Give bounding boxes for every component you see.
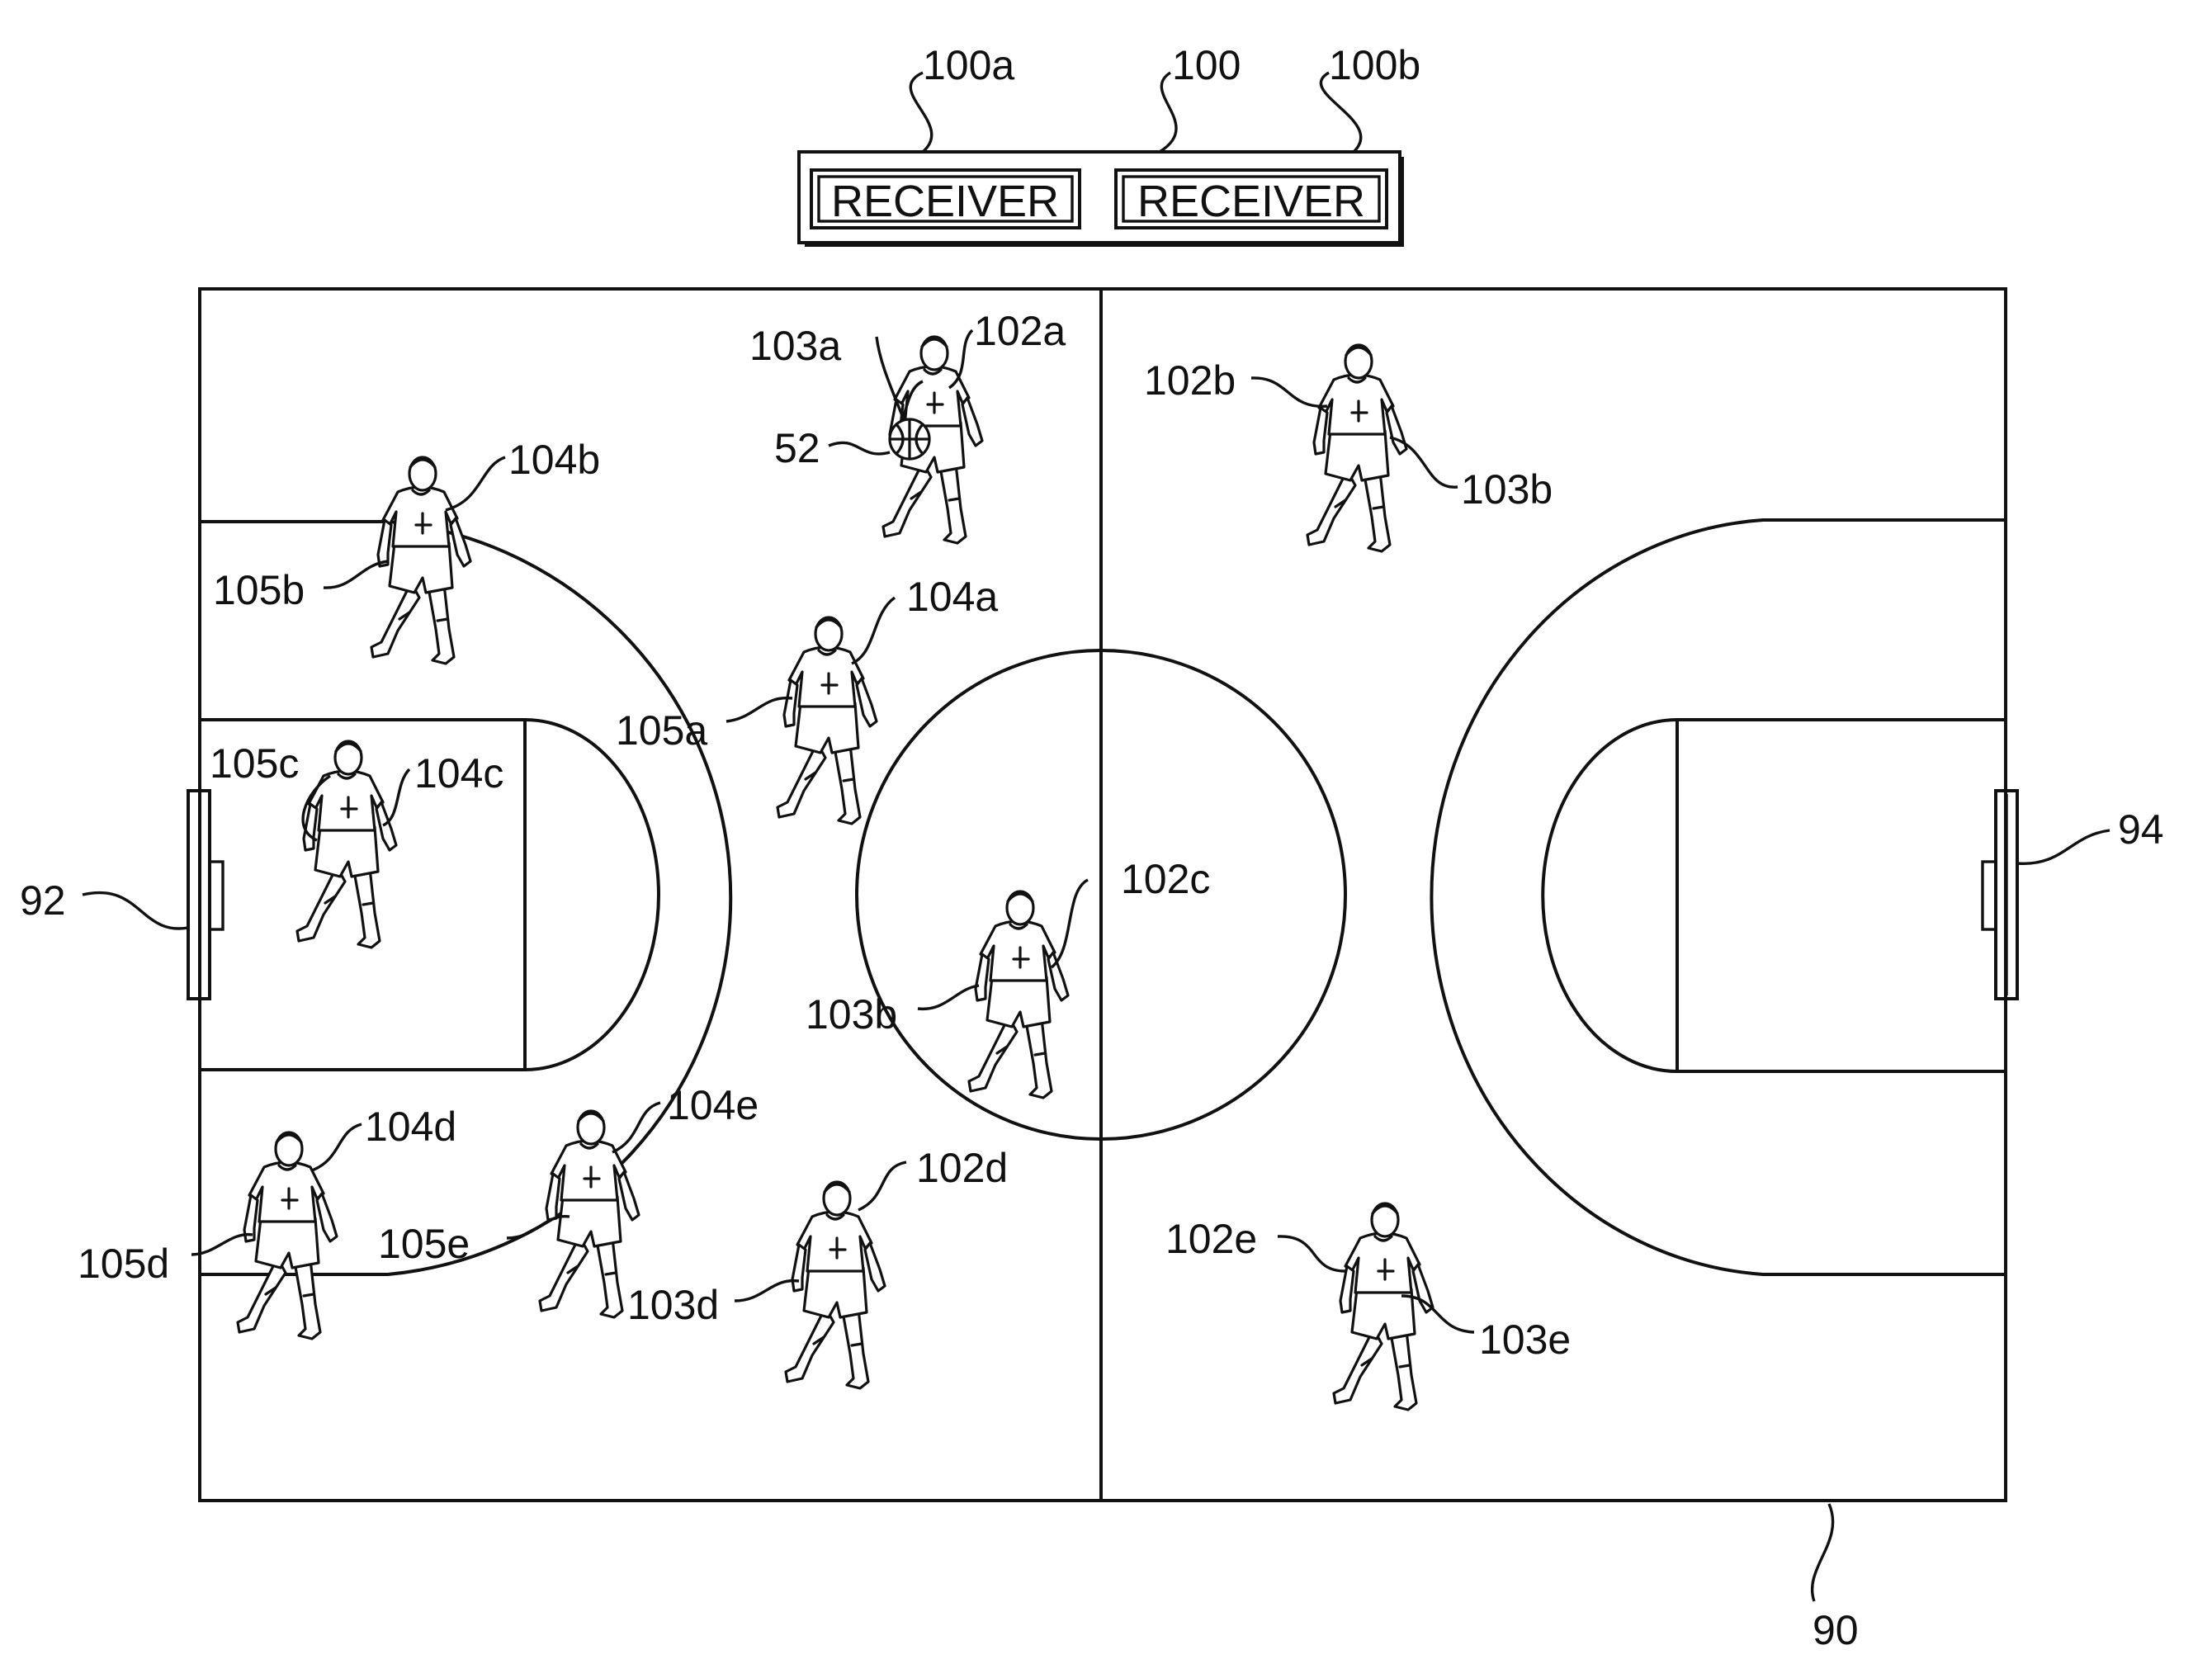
leader-102d <box>858 1162 906 1210</box>
left-basket <box>188 791 223 999</box>
leader-52 <box>829 442 890 454</box>
ref-105d: 105d <box>78 1241 169 1287</box>
ref-105e: 105e <box>378 1221 470 1267</box>
leader-90 <box>1813 1504 1833 1601</box>
ref-103a: 103a <box>749 323 841 369</box>
ball <box>890 419 929 459</box>
leader-103b-c <box>918 986 979 1009</box>
ref-52: 52 <box>774 425 820 471</box>
leader-102c <box>1052 880 1088 967</box>
receiver-left: RECEIVER <box>811 170 1080 228</box>
ref-104a: 104a <box>906 574 998 620</box>
leader-104b <box>446 457 505 510</box>
leader-104d <box>312 1124 362 1170</box>
ref-104e: 104e <box>667 1082 759 1128</box>
player-104c: 104c 105c <box>210 740 503 948</box>
ref-100a: 100a <box>923 42 1014 88</box>
court: 92 94 90 <box>20 289 2164 1653</box>
ref-105a: 105a <box>616 707 707 754</box>
leader-103a <box>877 337 903 418</box>
ref-103b-c: 103b <box>806 991 897 1038</box>
key-right <box>1677 720 2006 1071</box>
ref-105c: 105c <box>210 740 299 787</box>
three-point-arc-right <box>1431 520 2006 1274</box>
right-basket <box>1983 791 2017 999</box>
player-102e: 102e 103e <box>1165 1203 1571 1410</box>
receiver-left-label: RECEIVER <box>831 177 1059 226</box>
ref-105b: 105b <box>213 567 305 613</box>
leader-102b <box>1251 378 1327 406</box>
ref-102c: 102c <box>1121 856 1210 902</box>
ref-102d: 102d <box>916 1145 1008 1191</box>
ref-100: 100 <box>1172 42 1241 88</box>
ref-102b: 102b <box>1144 357 1236 404</box>
ref-104b: 104b <box>508 437 600 483</box>
ref-94: 94 <box>2118 806 2164 853</box>
free-throw-arc-left <box>525 720 659 1070</box>
receiver-unit: RECEIVER RECEIVER 100a 100 100b <box>799 42 1420 245</box>
player-102d: 102d 103d <box>627 1145 1008 1388</box>
leader-92 <box>83 892 188 929</box>
receiver-right-label: RECEIVER <box>1137 177 1365 226</box>
ref-103d: 103d <box>627 1282 719 1328</box>
free-throw-arc-right <box>1543 720 1677 1071</box>
player-102b: 102b 103b <box>1144 345 1553 551</box>
player-102c: 102c 103b <box>806 856 1210 1098</box>
leader-103d <box>735 1281 799 1301</box>
ref-102a: 102a <box>974 308 1066 354</box>
player-102a: 102a 103a 52 <box>749 308 1066 543</box>
player-104b: 104b 105b <box>213 437 600 664</box>
leader-94 <box>2017 830 2110 863</box>
leader-102e <box>1278 1236 1345 1271</box>
ref-90: 90 <box>1813 1607 1859 1653</box>
ref-92: 92 <box>20 877 66 924</box>
leader-104a <box>852 598 895 664</box>
ref-104c: 104c <box>414 750 503 797</box>
leader-105a <box>726 698 792 721</box>
ref-103b: 103b <box>1461 466 1553 513</box>
ref-102e: 102e <box>1165 1216 1257 1262</box>
ref-104d: 104d <box>365 1104 456 1150</box>
receiver-right: RECEIVER <box>1116 170 1387 228</box>
ref-103e: 103e <box>1479 1317 1571 1363</box>
ref-100b: 100b <box>1329 42 1420 88</box>
